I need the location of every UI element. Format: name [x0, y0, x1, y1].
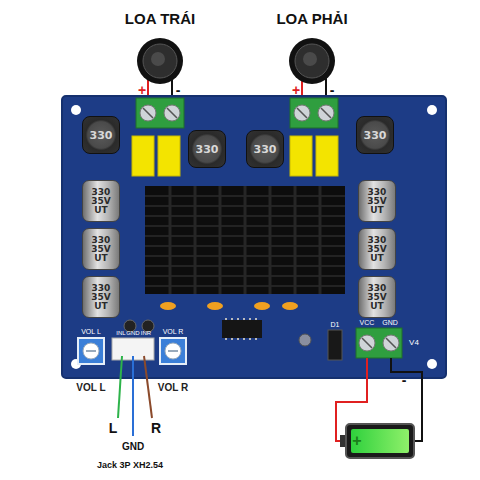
speaker-heading: LOA TRÁI — [115, 10, 205, 27]
speaker-rim — [289, 38, 335, 84]
inductor-coil: 330 — [246, 130, 284, 168]
polarity-mark: - — [176, 83, 181, 97]
signal-name: R — [151, 421, 161, 435]
capacitor-rating: 330 35V UT — [89, 188, 113, 215]
inductor-value: 330 — [364, 129, 387, 142]
terminal-block — [356, 328, 402, 358]
electrolytic-capacitor: 330 35V UT — [358, 180, 396, 222]
mounting-hole — [427, 359, 437, 369]
capacitor-rating: 330 35V UT — [89, 284, 113, 311]
led — [299, 334, 311, 346]
potentiometer — [160, 338, 186, 364]
inductor-value: 330 — [90, 129, 113, 142]
potentiometer-knob — [165, 343, 181, 359]
silkscreen-label: VOL L — [81, 328, 101, 335]
screw-slot — [362, 338, 396, 348]
pin-name: GND — [382, 319, 398, 326]
part-name: D1 — [331, 321, 340, 328]
pcb-board-edge — [62, 96, 446, 378]
terminal-block — [290, 98, 338, 128]
potentiometer-slot — [86, 350, 96, 352]
connector-label: Jack 3P XH2.54 — [97, 461, 163, 470]
heatsink-fin — [145, 186, 345, 294]
speaker-dome — [151, 52, 165, 66]
ic-pin — [226, 318, 256, 340]
speaker-cone — [295, 44, 329, 78]
terminal-block — [136, 98, 184, 128]
terminal-block — [136, 98, 338, 128]
diode — [328, 330, 342, 360]
polarity-mark: + — [138, 83, 146, 97]
electrolytic-capacitor: 330 35V UT — [82, 228, 120, 270]
inductor-coil: 330 — [356, 116, 394, 154]
polarity-mark: - — [330, 83, 335, 97]
capacitor-rating: 330 35V UT — [365, 236, 389, 263]
electrolytic-capacitor: 330 35V UT — [82, 276, 120, 318]
pin-name: GND — [126, 330, 139, 336]
ic-chip — [222, 318, 262, 340]
silkscreen-label: VOL R — [163, 328, 184, 335]
battery-charge — [351, 429, 409, 453]
input-wire — [118, 356, 122, 418]
capacitor-rating: 330 35V UT — [365, 188, 389, 215]
polarity-mark: - — [402, 373, 407, 387]
input-wire — [144, 356, 152, 418]
speaker: LOA PHẢI — [267, 4, 357, 88]
capacitor-rating: 330 35V UT — [365, 284, 389, 311]
mounting-hole — [71, 105, 81, 115]
film-capacitor — [316, 136, 338, 176]
input-wire — [118, 356, 152, 436]
heatsink-fin — [170, 186, 320, 294]
mounting-hole — [71, 105, 437, 369]
inductor-coil: 330 — [188, 130, 226, 168]
electrolytic-capacitor: 330 35V UT — [358, 276, 396, 318]
pin-name: VCC — [360, 319, 375, 326]
heatsink — [145, 186, 345, 294]
polarity-mark: + — [352, 433, 361, 449]
input-wire — [132, 356, 134, 436]
speaker-dome — [303, 52, 317, 66]
pin-name: INR — [141, 330, 151, 336]
inductor-value: 330 — [196, 143, 219, 156]
inductor-coil: 330 — [82, 116, 120, 154]
part-name: V4 — [409, 339, 419, 347]
signal-name: L — [109, 421, 118, 435]
ic-chip — [222, 320, 262, 338]
potentiometer — [78, 338, 104, 364]
capacitor-rating: 330 35V UT — [89, 236, 113, 263]
screw-slot — [297, 108, 331, 118]
electrolytic-capacitor: 330 35V UT — [358, 228, 396, 270]
potentiometer-knob — [83, 343, 99, 359]
smd-component — [254, 302, 270, 310]
electrolytic-capacitor: 330 35V UT — [82, 180, 120, 222]
pcb-board — [62, 96, 446, 378]
speaker: LOA TRÁI — [115, 4, 205, 88]
film-capacitor — [132, 136, 154, 176]
part-label: VOL L — [76, 383, 105, 393]
pin-name: INL — [116, 330, 125, 336]
speaker-heading: LOA PHẢI — [267, 10, 357, 27]
smd-component — [282, 302, 298, 310]
smd-component — [207, 302, 223, 310]
smd-component — [160, 302, 176, 310]
potentiometer-slot — [168, 350, 178, 352]
film-capacitor — [290, 136, 312, 176]
mounting-hole — [427, 105, 437, 115]
film-capacitor — [158, 136, 180, 176]
speaker-rim — [137, 38, 183, 84]
part-label: VOL R — [158, 383, 188, 393]
screw-slot — [143, 108, 177, 118]
polarity-mark: + — [292, 83, 300, 97]
battery — [346, 424, 414, 458]
signal-name: GND — [122, 442, 144, 452]
film-capacitor — [132, 136, 338, 176]
speaker-cone — [143, 44, 177, 78]
inductor-value: 330 — [254, 143, 277, 156]
